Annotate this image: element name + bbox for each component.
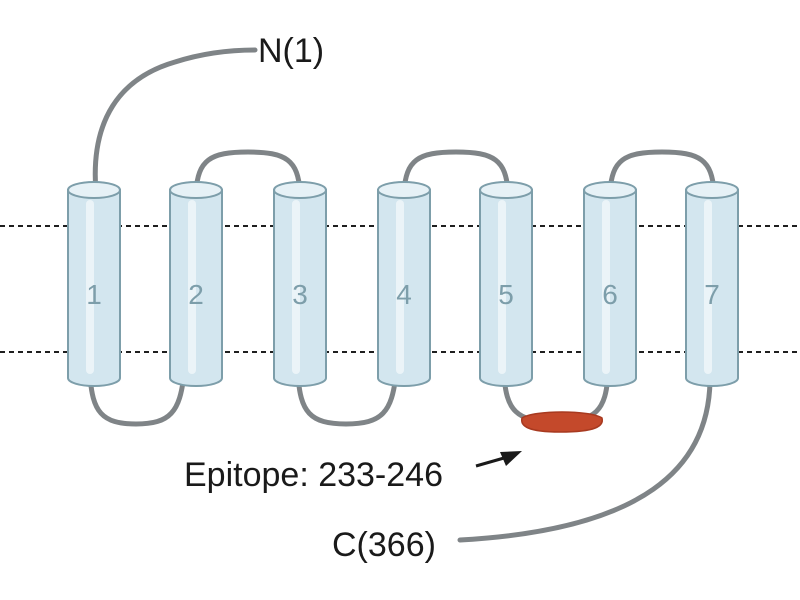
helix-number-label: 1 <box>86 279 102 310</box>
helix-highlight <box>498 200 506 374</box>
intracellular-loop-2 <box>295 371 399 427</box>
n-terminus-tail <box>92 47 258 195</box>
helix-cylinder-top <box>67 181 121 199</box>
helix-highlight <box>396 200 404 374</box>
helix-number-label: 7 <box>704 279 720 310</box>
intracellular-loop-1 <box>87 371 187 427</box>
helix-6: 6 <box>583 181 637 387</box>
helix-highlight <box>602 200 610 374</box>
extracellular-loop-3 <box>607 149 717 195</box>
helix-cylinder-top <box>583 181 637 199</box>
helix-highlight <box>704 200 712 374</box>
helix-number-label: 5 <box>498 279 514 310</box>
epitope-label: Epitope: 233-246 <box>184 456 443 494</box>
helix-cylinder-top <box>273 181 327 199</box>
helix-number-label: 6 <box>602 279 618 310</box>
helix-1: 1 <box>67 181 121 387</box>
extracellular-loop-1 <box>193 149 303 195</box>
helix-cylinder-top <box>377 181 431 199</box>
helix-4: 4 <box>377 181 431 387</box>
n-terminus-label: N(1) <box>258 32 324 70</box>
helix-number-label: 4 <box>396 279 412 310</box>
c-terminus-tail <box>457 371 713 543</box>
helix-3: 3 <box>273 181 327 387</box>
helix-cylinder-top <box>169 181 223 199</box>
helix-number-label: 2 <box>188 279 204 310</box>
epitope-marker <box>520 411 603 433</box>
helix-cylinder-top <box>479 181 533 199</box>
helix-number-label: 3 <box>292 279 308 310</box>
transmembrane-helices: 1 2 3 4 5 6 7 <box>67 181 739 387</box>
helix-2: 2 <box>169 181 223 387</box>
epitope-arrow <box>475 451 522 468</box>
helix-highlight <box>292 200 300 374</box>
helix-highlight <box>188 200 196 374</box>
helix-cylinder-top <box>685 181 739 199</box>
c-terminus-label: C(366) <box>332 526 436 564</box>
helix-5: 5 <box>479 181 533 387</box>
helix-highlight <box>86 200 94 374</box>
helix-7: 7 <box>685 181 739 387</box>
extracellular-loop-2 <box>401 149 511 195</box>
